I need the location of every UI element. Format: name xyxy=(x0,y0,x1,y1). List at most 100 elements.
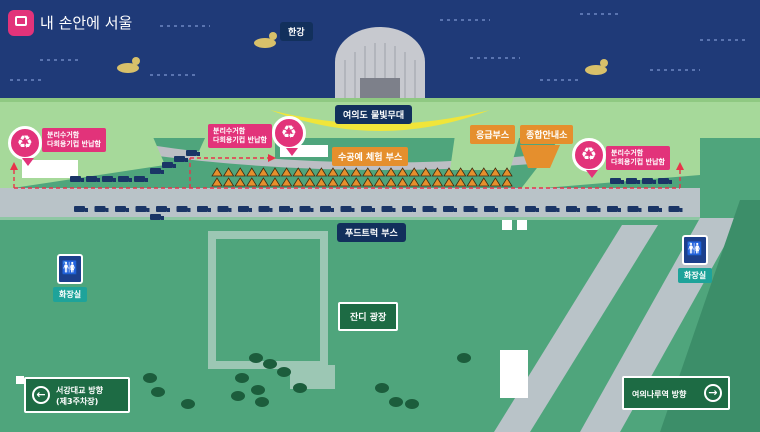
food-truck-icon xyxy=(217,206,232,212)
food-truck-icon xyxy=(86,176,100,182)
tent-icon xyxy=(466,167,478,177)
tent-icon xyxy=(350,177,362,187)
food-truck-icon xyxy=(279,206,293,212)
food-truck-icon xyxy=(176,206,191,212)
label-info-center: 종합안내소 xyxy=(520,125,574,144)
seoul-logo-icon xyxy=(8,10,34,36)
tree-icon xyxy=(457,353,471,363)
arrow-left-circle-icon: ← xyxy=(32,386,50,404)
tree-icon xyxy=(235,373,249,383)
tree-icon xyxy=(389,397,403,407)
tent-icon xyxy=(315,177,328,187)
tent-icon xyxy=(222,167,235,177)
tent-icon xyxy=(443,167,455,177)
food-truck-icon xyxy=(162,162,176,168)
tent-icon xyxy=(222,177,235,187)
food-truck-icon xyxy=(463,206,478,212)
label-restroom-right: 화장실 xyxy=(678,268,713,283)
food-truck-icon xyxy=(258,206,273,212)
tree-icon xyxy=(181,399,195,409)
food-truck-icon xyxy=(626,178,640,184)
tent-icon xyxy=(385,177,397,187)
direction-east[interactable]: 여의나루역 방향 → xyxy=(622,376,730,410)
food-truck-icon xyxy=(94,206,109,212)
diagonal-road-1 xyxy=(494,225,658,432)
tent-icon xyxy=(385,167,397,177)
food-truck-icon xyxy=(134,176,148,182)
tent-icon xyxy=(373,167,386,177)
tent-icon xyxy=(257,167,270,177)
east-edge xyxy=(660,200,760,432)
direction-east-line1: 여의나루역 방향 xyxy=(632,390,687,399)
food-truck-icon xyxy=(443,206,457,212)
tent-icon xyxy=(350,167,362,177)
tree-icon xyxy=(293,383,307,393)
direction-west[interactable]: ← 서강대교 방향 (제3주차장) xyxy=(24,377,130,413)
food-truck-icon xyxy=(150,214,164,220)
tent-icon xyxy=(269,167,281,177)
tent-icon xyxy=(501,167,513,177)
food-truck-icon xyxy=(658,178,672,184)
tent-icon xyxy=(304,167,316,177)
food-truck-icon xyxy=(115,206,129,212)
tree-icon xyxy=(143,373,157,383)
label-stage: 여의도 물빛무대 xyxy=(335,105,413,124)
info-wedge xyxy=(520,145,560,168)
route-arrow xyxy=(268,154,276,162)
tent-icon xyxy=(292,167,304,177)
red-route xyxy=(13,157,681,189)
tent-icon xyxy=(396,167,409,177)
tent-icon xyxy=(304,177,316,187)
stage-arc xyxy=(270,110,490,131)
riverbank-edge xyxy=(0,98,760,102)
tent-icon xyxy=(257,177,270,187)
tent-icon xyxy=(280,167,293,177)
tent-icon xyxy=(396,177,409,187)
tent-icon xyxy=(373,177,386,187)
food-truck-icon xyxy=(381,206,396,212)
recycle-icon: ♻ xyxy=(272,116,306,156)
food-truck-icon xyxy=(174,156,188,162)
tree-icon xyxy=(249,353,263,363)
tent-icon xyxy=(362,167,374,177)
duck-boat-icon xyxy=(117,32,608,75)
food-truck-icon xyxy=(150,168,164,174)
tent-icon xyxy=(454,167,467,177)
food-truck-icon xyxy=(402,206,416,212)
floating-stage-dome xyxy=(335,27,425,102)
tent-icon xyxy=(327,177,339,187)
food-truck-row xyxy=(70,150,683,220)
tent-icon xyxy=(246,167,258,177)
tent-icon xyxy=(420,167,432,177)
food-truck-icon xyxy=(186,150,200,156)
tree-icon xyxy=(277,367,291,377)
food-truck-icon xyxy=(197,206,211,212)
recycling-line1: 분리수거함 xyxy=(213,127,246,135)
label-restroom-left: 화장실 xyxy=(53,287,88,302)
food-truck-icon xyxy=(610,178,624,184)
food-truck-icon xyxy=(422,206,437,212)
food-truck-icon xyxy=(668,206,683,212)
food-truck-icon xyxy=(102,176,116,182)
label-experience: 수공예 체험 부스 xyxy=(332,147,409,166)
food-truck-icon xyxy=(361,206,375,212)
tent-icon xyxy=(211,177,223,187)
recycling-label-east: 분리수거함 다회용기컵 반납함 xyxy=(606,146,670,170)
direction-west-line2: (제3주차장) xyxy=(56,397,99,406)
tree-icon xyxy=(231,391,245,401)
arrow-right-circle-icon: → xyxy=(704,384,722,402)
white-block xyxy=(500,350,528,398)
restroom-icon: 🚻 xyxy=(682,235,708,265)
main-road xyxy=(0,188,700,218)
route-arrow xyxy=(676,162,684,170)
tent-icon xyxy=(292,177,304,187)
food-truck-icon xyxy=(642,178,656,184)
recycling-label-center: 분리수거함 다회용기컵 반납함 xyxy=(208,124,272,148)
recycling-line2: 다회용기컵 반납함 xyxy=(213,136,267,144)
tree-cluster xyxy=(143,353,471,409)
tent-icon xyxy=(501,177,513,187)
tent-icon xyxy=(489,177,502,187)
tree-icon xyxy=(263,359,277,369)
food-truck-icon xyxy=(320,206,334,212)
